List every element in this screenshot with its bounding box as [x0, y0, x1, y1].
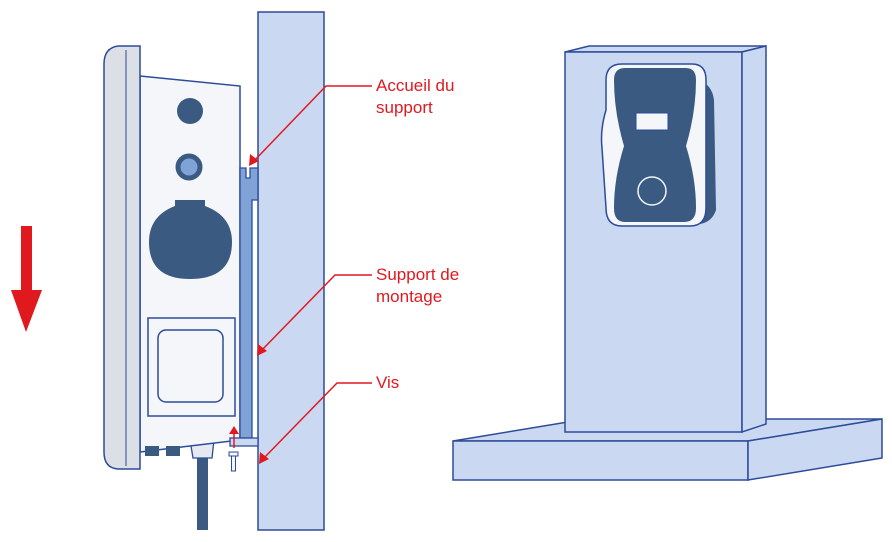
- screw-head: [228, 451, 239, 457]
- callout-bracket-seat: Accueil du support: [376, 76, 455, 117]
- leader-mounting-bracket: [259, 274, 372, 353]
- base-slab-side: [747, 418, 883, 481]
- column-top: [564, 45, 767, 53]
- power-cable: [197, 450, 208, 530]
- bracket-flange: [229, 437, 259, 447]
- screw-shaft: [231, 455, 236, 472]
- side-view: [11, 11, 372, 531]
- wall-section: [257, 11, 325, 531]
- arrowhead-screw: [259, 452, 269, 464]
- leader-bracket-seat: [251, 85, 372, 164]
- callout-screw: Vis: [376, 373, 400, 392]
- charger-display: [635, 112, 669, 131]
- charger-front-panel: [614, 68, 696, 222]
- base-slab-front: [452, 440, 749, 481]
- cable-entry-1: [145, 446, 159, 456]
- charger-front-cover: [103, 45, 141, 470]
- status-led: [177, 98, 203, 124]
- arrowhead-bracket-seat: [249, 154, 259, 166]
- key-switch: [175, 153, 203, 181]
- screw-direction-arrowhead: [229, 426, 239, 434]
- cable-entry-2: [166, 446, 180, 456]
- leader-screw: [261, 382, 372, 461]
- socket-outlet: [149, 200, 232, 279]
- pedestal-view: [452, 45, 883, 481]
- column-side: [741, 45, 767, 434]
- mounting-bracket-profile: [239, 167, 259, 439]
- callout-mounting-bracket: Support de montage: [376, 265, 460, 306]
- socket-flap: [157, 329, 224, 403]
- charger-start-button: [637, 176, 667, 206]
- arrow-down-icon: [11, 226, 42, 332]
- arrowhead-mounting-bracket: [257, 344, 267, 356]
